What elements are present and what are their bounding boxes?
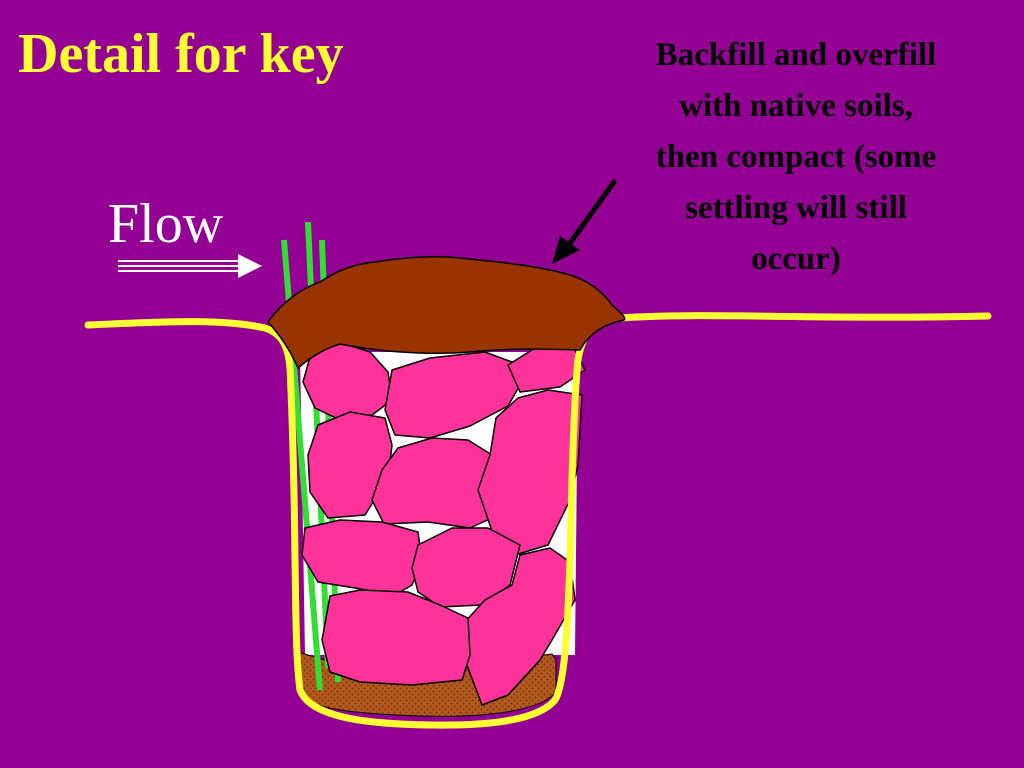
- rock: [371, 437, 499, 529]
- slide-title: Detail for key: [18, 23, 344, 85]
- rock: [321, 589, 471, 686]
- callout-line: then compact (some: [655, 139, 937, 175]
- rock: [301, 519, 423, 596]
- backfill-mound: [267, 256, 626, 370]
- flow-label: Flow: [108, 193, 224, 255]
- callout-line: settling will still: [685, 190, 907, 226]
- flow-arrow: [118, 254, 262, 278]
- callout-pointer-arrow: [552, 179, 617, 264]
- rock: [384, 351, 521, 439]
- rock: [477, 389, 583, 556]
- callout-line: with native soils,: [679, 88, 913, 124]
- backfill-callout: Backfill and overfill with native soils,…: [596, 30, 996, 285]
- callout-line: Backfill and overfill: [655, 37, 937, 73]
- rock-fill: [301, 342, 586, 706]
- callout-line: occur): [751, 241, 841, 277]
